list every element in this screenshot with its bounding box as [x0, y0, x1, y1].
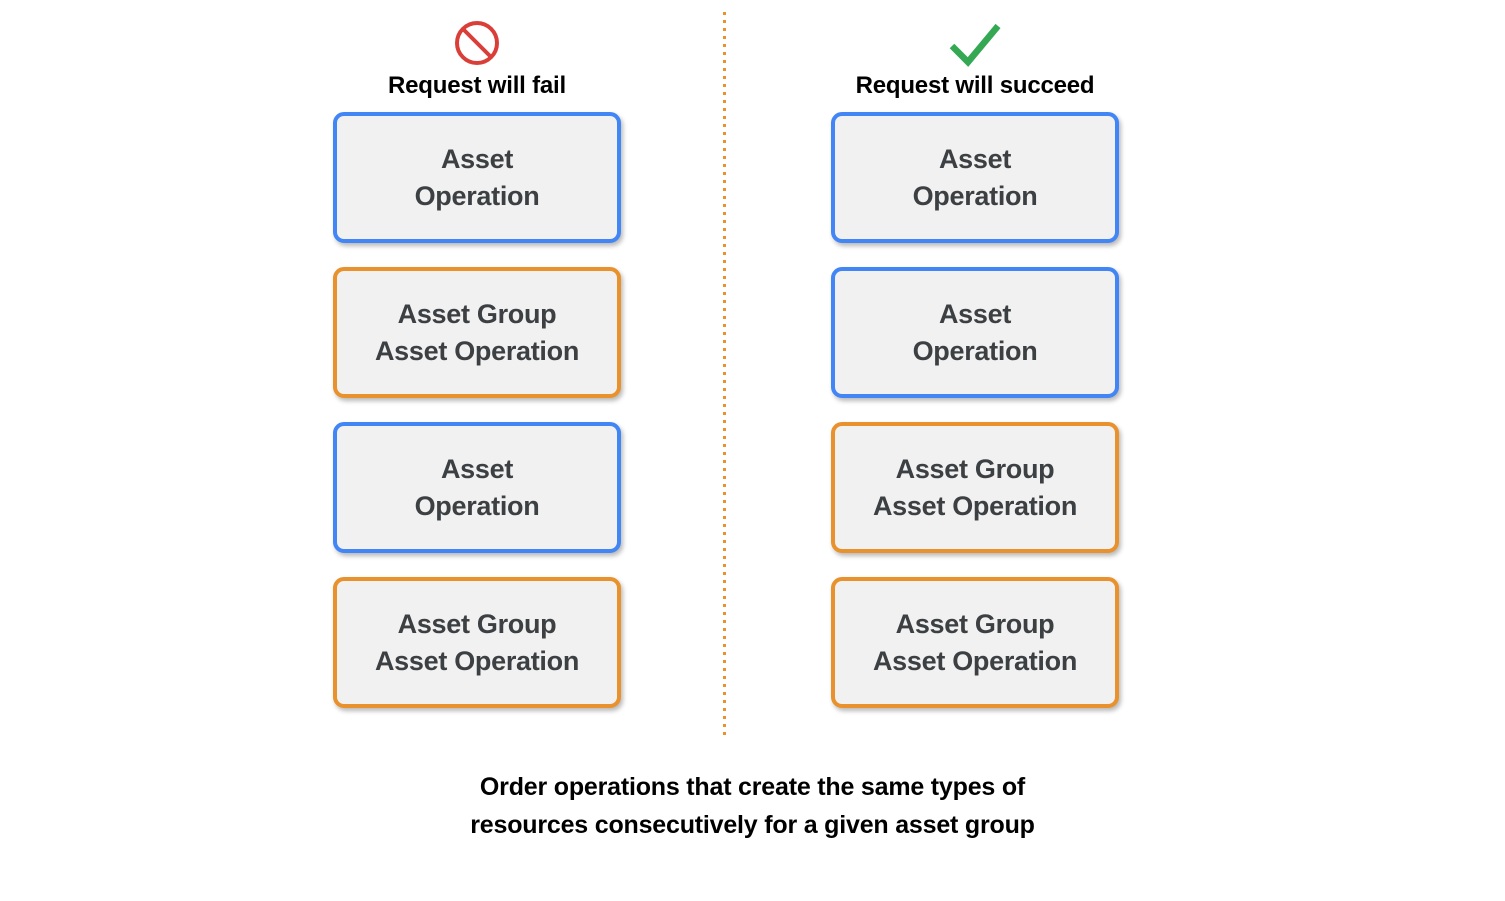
card-label: Asset Group Asset Operation [872, 453, 1078, 521]
card-asset-operation[interactable]: Asset Operation [333, 422, 621, 553]
card-label: Asset Operation [414, 143, 540, 211]
card-label: Asset Operation [912, 143, 1038, 211]
card-asset-group-asset-operation[interactable]: Asset Group Asset Operation [333, 577, 621, 708]
card-asset-operation[interactable]: Asset Operation [831, 267, 1119, 398]
column-header-succeed: Request will succeed [825, 14, 1125, 100]
card-label: Asset Operation [912, 298, 1038, 366]
column-divider [723, 12, 726, 738]
card-label: Asset Group Asset Operation [374, 298, 580, 366]
card-asset-operation[interactable]: Asset Operation [831, 112, 1119, 243]
card-asset-operation[interactable]: Asset Operation [333, 112, 621, 243]
diagram-caption: Order operations that create the same ty… [470, 773, 1035, 839]
card-stack-succeed: Asset Operation Asset Operation Asset Gr… [831, 112, 1119, 732]
prohibition-icon [327, 14, 627, 72]
column-header-fail: Request will fail [327, 14, 627, 100]
checkmark-icon [825, 14, 1125, 72]
card-asset-group-asset-operation[interactable]: Asset Group Asset Operation [333, 267, 621, 398]
column-title-fail: Request will fail [388, 72, 566, 99]
card-label: Asset Group Asset Operation [872, 608, 1078, 676]
column-title-succeed: Request will succeed [855, 72, 1095, 99]
card-stack-fail: Asset Operation Asset Group Asset Operat… [333, 112, 621, 732]
card-asset-group-asset-operation[interactable]: Asset Group Asset Operation [831, 422, 1119, 553]
card-label: Asset Group Asset Operation [374, 608, 580, 676]
card-label: Asset Operation [414, 453, 540, 521]
card-asset-group-asset-operation[interactable]: Asset Group Asset Operation [831, 577, 1119, 708]
